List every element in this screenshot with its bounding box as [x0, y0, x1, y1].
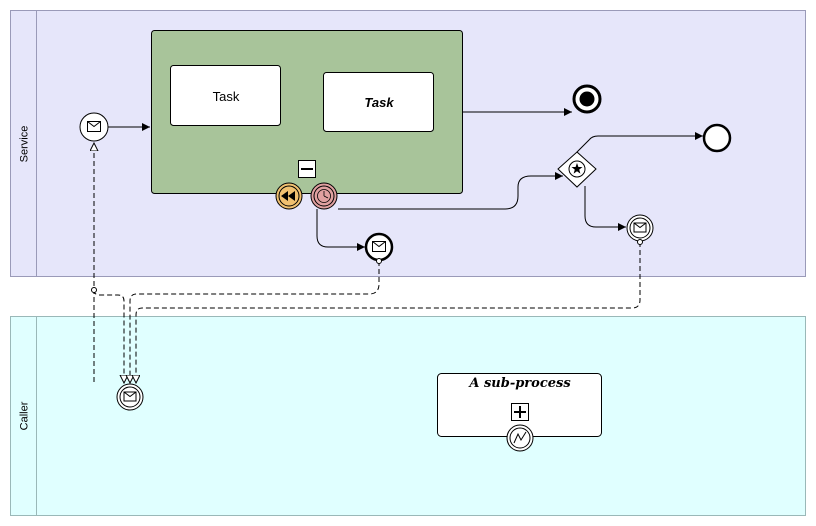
task-2-label: Task: [364, 95, 394, 110]
star-icon: [568, 160, 586, 178]
task-1[interactable]: [170, 65, 281, 126]
expand-plus-icon[interactable]: [511, 403, 529, 421]
envelope-icon: [123, 391, 137, 402]
lightning-icon: [513, 431, 527, 444]
task-2[interactable]: [323, 72, 434, 132]
compensation-boundary-event[interactable]: [275, 182, 303, 210]
lane-caller: [10, 316, 806, 516]
message-flows: [94, 143, 640, 383]
clock-icon: [317, 189, 331, 203]
collapse-minus-icon[interactable]: [298, 160, 316, 178]
lane-label-caller-text: Caller: [18, 401, 31, 431]
message-end-event[interactable]: [364, 232, 394, 262]
message-start-event[interactable]: [79, 112, 109, 142]
lane-label-service: Service: [10, 10, 38, 277]
task-1-label: Task: [212, 88, 240, 104]
lane-label-caller: Caller: [10, 316, 38, 516]
complex-gateway[interactable]: [557, 151, 597, 188]
message-intermediate-event[interactable]: [626, 214, 654, 242]
caller-message-event[interactable]: [116, 383, 144, 411]
lane-label-service-text: Service: [18, 125, 30, 162]
timer-boundary-event[interactable]: [310, 182, 338, 210]
error-boundary-event[interactable]: [506, 424, 534, 452]
envelope-icon: [87, 121, 101, 132]
rewind-icon: [281, 191, 295, 201]
envelope-icon: [372, 241, 386, 252]
envelope-icon: [633, 222, 647, 233]
subprocess-title: A sub-process: [469, 375, 571, 391]
terminate-end-event[interactable]: [572, 84, 602, 114]
end-event[interactable]: [702, 123, 732, 153]
